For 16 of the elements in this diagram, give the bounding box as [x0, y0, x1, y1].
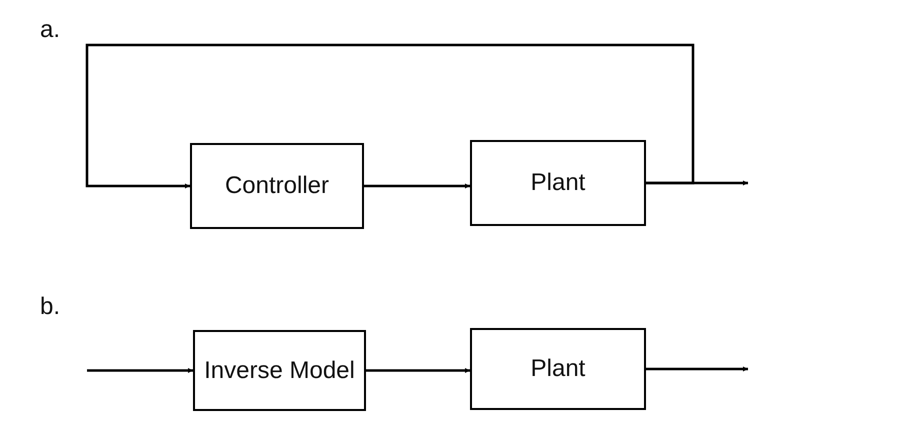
feedback-arrow	[86, 44, 694, 188]
process-box	[470, 140, 646, 226]
arrow	[364, 184, 470, 188]
box-label: Plant	[530, 169, 586, 197]
arrow	[87, 368, 193, 373]
arrow	[646, 366, 748, 372]
arrow	[366, 368, 470, 373]
panel-label: a.	[40, 16, 60, 44]
panel-label: b.	[40, 293, 60, 321]
process-box	[190, 143, 364, 229]
box-label: Inverse Model	[204, 356, 355, 384]
box-label: Controller	[224, 172, 330, 200]
process-box	[470, 328, 646, 410]
box-label: Plant	[530, 355, 586, 383]
process-box	[193, 330, 366, 411]
arrow	[646, 180, 748, 186]
